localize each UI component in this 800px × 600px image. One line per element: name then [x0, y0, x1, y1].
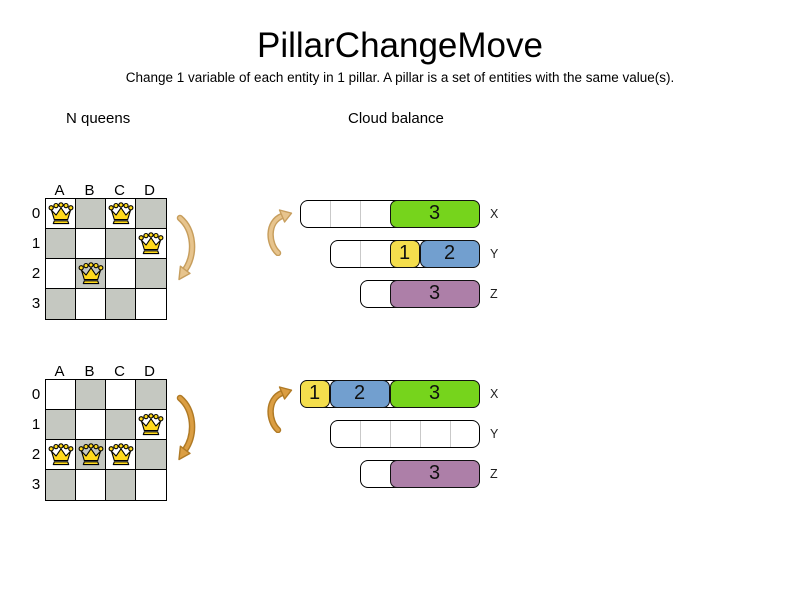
column-label: B [84, 363, 96, 380]
board-cell-B3 [76, 289, 106, 319]
queen-icon [48, 202, 73, 225]
capacity-divider [449, 421, 451, 447]
board-cell-C0 [106, 380, 136, 410]
queen-icon [138, 232, 164, 255]
board-cell-A1 [46, 229, 76, 259]
row-label: 1 [31, 415, 41, 433]
process-block-2: 2 [419, 239, 480, 268]
board-cell-A3 [46, 470, 76, 500]
page-subtitle: Change 1 variable of each entity in 1 pi… [125, 70, 675, 85]
board-cell-A2 [46, 440, 76, 470]
capacity-divider [329, 201, 331, 227]
computer-z-label: Z [490, 287, 498, 301]
page-title: PillarChangeMove [257, 26, 543, 65]
chessboard [45, 198, 167, 320]
process-block-2: 2 [329, 379, 390, 408]
board-cell-C1 [106, 410, 136, 440]
queen-icon [108, 202, 133, 225]
board-cell-D0 [136, 199, 166, 229]
computer-x-label: X [490, 207, 499, 221]
board-cell-D0 [136, 380, 166, 410]
process-block-1: 1 [299, 379, 330, 408]
column-label: B [84, 182, 96, 199]
column-label: C [114, 363, 126, 380]
board-cell-B0 [76, 380, 106, 410]
queen-icon [78, 443, 103, 466]
board-cell-A1 [46, 410, 76, 440]
curved-arrow-up-icon [267, 209, 293, 256]
board-cell-C1 [106, 229, 136, 259]
nqueens-board-before: A B C D 0 1 2 3 [28, 182, 168, 322]
queen-icon [108, 443, 133, 466]
board-cell-D3 [136, 289, 166, 319]
board-cell-D3 [136, 470, 166, 500]
column-label: D [144, 182, 156, 199]
curved-arrow-down-icon [176, 214, 196, 281]
board-cell-B0 [76, 199, 106, 229]
process-block-3: 3 [389, 379, 480, 408]
computer-y-label: Y [490, 427, 499, 441]
board-cell-C2 [106, 259, 136, 289]
queen-icon [78, 262, 103, 285]
computer-x-bar-after: 1 2 3 [299, 379, 480, 408]
computer-z-bar-before: 3 [360, 279, 480, 308]
board-cell-A0 [46, 199, 76, 229]
board-cell-C2 [106, 440, 136, 470]
computer-x-bar-before: 3 [300, 199, 480, 228]
board-cell-D2 [136, 259, 166, 289]
capacity-divider [389, 421, 391, 447]
board-cell-A2 [46, 259, 76, 289]
capacity-divider [359, 241, 361, 267]
row-label: 0 [31, 204, 41, 222]
row-label: 3 [31, 475, 41, 493]
board-cell-B2 [76, 259, 106, 289]
queen-icon [48, 443, 73, 466]
computer-z-label: Z [490, 467, 498, 481]
process-block-3: 3 [389, 199, 480, 228]
curved-arrow-up-icon [267, 386, 293, 433]
row-label: 2 [31, 445, 41, 463]
nqueens-board-after: A B C D 0 1 2 3 [28, 363, 168, 503]
process-block-3: 3 [389, 459, 480, 488]
column-label: D [144, 363, 156, 380]
board-cell-C0 [106, 199, 136, 229]
column-label: A [54, 182, 66, 199]
capacity-divider [419, 421, 421, 447]
row-label: 3 [31, 294, 41, 312]
board-cell-B1 [76, 229, 106, 259]
board-row-labels: 0 1 2 3 [28, 198, 44, 318]
computer-y-bar-before: 1 2 [330, 239, 480, 268]
process-block-3: 3 [389, 279, 480, 308]
board-row-labels: 0 1 2 3 [28, 379, 44, 499]
queen-icon [138, 413, 164, 436]
process-block-1: 1 [389, 239, 420, 268]
computer-x-label: X [490, 387, 499, 401]
board-cell-C3 [106, 289, 136, 319]
board-cell-B2 [76, 440, 106, 470]
board-cell-B1 [76, 410, 106, 440]
cloud-section-label: Cloud balance [348, 110, 444, 127]
row-label: 1 [31, 234, 41, 252]
computer-z-bar-after: 3 [360, 459, 480, 488]
board-cell-A0 [46, 380, 76, 410]
board-column-labels: A B C D [45, 182, 165, 199]
column-label: C [114, 182, 126, 199]
capacity-divider [359, 421, 361, 447]
board-column-labels: A B C D [45, 363, 165, 380]
board-cell-B3 [76, 470, 106, 500]
nqueens-section-label: N queens [66, 110, 131, 127]
board-cell-D2 [136, 440, 166, 470]
board-cell-C3 [106, 470, 136, 500]
row-label: 0 [31, 385, 41, 403]
row-label: 2 [31, 264, 41, 282]
chessboard [45, 379, 167, 501]
board-cell-D1 [136, 229, 166, 259]
board-cell-A3 [46, 289, 76, 319]
computer-y-bar-after [330, 420, 480, 448]
curved-arrow-down-icon [176, 394, 196, 461]
capacity-divider [359, 201, 361, 227]
board-cell-D1 [136, 410, 166, 440]
computer-y-label: Y [490, 247, 499, 261]
column-label: A [54, 363, 66, 380]
